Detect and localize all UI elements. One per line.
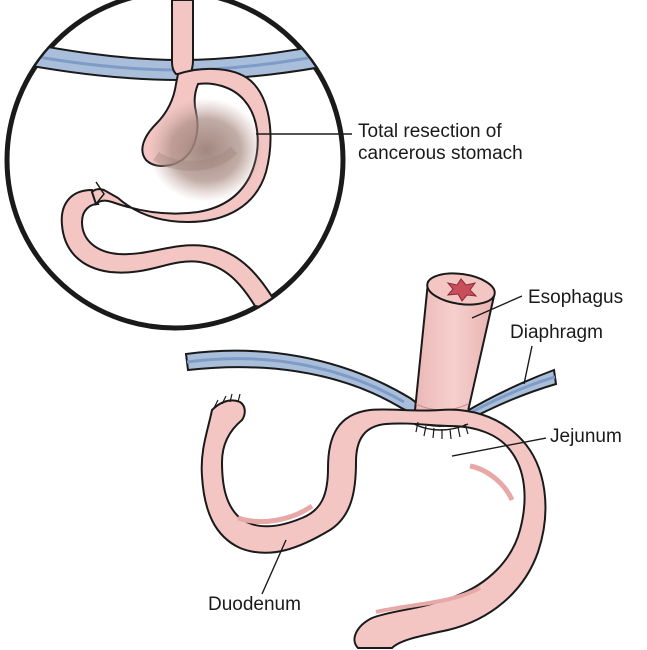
label-resection-line2: cancerous stomach (358, 143, 523, 165)
inset-esophagus (172, 0, 193, 74)
tumor-area (148, 98, 264, 202)
label-total-resection: Total resection of cancerous stomach (358, 121, 523, 165)
inset-circle (0, 0, 347, 328)
label-resection-line1: Total resection of (358, 121, 523, 143)
label-esophagus: Esophagus (528, 287, 623, 309)
label-jejunum: Jejunum (550, 426, 622, 448)
label-diaphragm: Diaphragm (510, 322, 603, 344)
label-duodenum: Duodenum (208, 594, 301, 616)
